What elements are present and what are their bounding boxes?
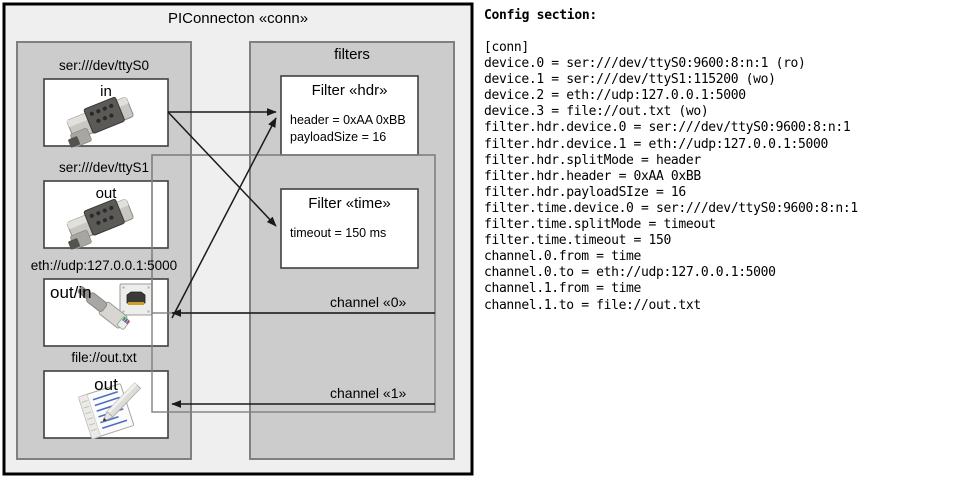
- config-line: filter.hdr.device.0 = ser:///dev/ttyS0:9…: [484, 120, 851, 136]
- arrow-eth-to-hdr: [171, 117, 277, 319]
- config-line: filter.hdr.splitMode = header: [484, 152, 701, 168]
- filter-prop-hdr-header: header = 0xAA 0xBB: [290, 113, 406, 127]
- config-line: channel.0.from = time: [484, 249, 642, 265]
- config-panel: Config section: [conn]device.0 = ser:///…: [482, 0, 964, 484]
- config-text-block: [conn]device.0 = ser:///dev/ttyS0:9600:8…: [484, 40, 858, 314]
- config-line: filter.hdr.payloadSIze = 16: [484, 184, 686, 200]
- config-line: channel.1.from = time: [484, 281, 642, 297]
- device-label-eth: eth://udp:127.0.0.1:5000: [30, 258, 178, 273]
- config-line: device.3 = file://out.txt (wo): [484, 104, 709, 120]
- device-label-file: file://out.txt: [71, 350, 137, 365]
- device-io-file: out: [94, 375, 118, 394]
- channel-label-0: channel «0»: [330, 294, 407, 310]
- config-line: device.0 = ser:///dev/ttyS0:9600:8:n:1 (…: [484, 56, 806, 72]
- filter-prop-time-timeout: timeout = 150 ms: [290, 226, 387, 240]
- config-heading: Config section:: [484, 8, 597, 23]
- filter-box-time: [280, 188, 419, 269]
- config-line: filter.hdr.device.1 = eth://udp:127.0.0.…: [484, 136, 828, 152]
- config-line: filter.time.timeout = 150: [484, 233, 671, 249]
- diagram-title: PIConnecton «conn»: [167, 10, 309, 27]
- filter-title-hdr: Filter «hdr»: [311, 82, 388, 99]
- config-line: filter.time.device.0 = ser:///dev/ttyS0:…: [484, 200, 858, 216]
- filter-box-hdr: [280, 75, 419, 156]
- channel-frame-1: [151, 154, 436, 413]
- filter-prop-hdr-payloadsize: payloadSize = 16: [290, 130, 387, 144]
- config-line: channel.0.to = eth://udp:127.0.0.1:5000: [484, 265, 776, 281]
- channel-label-1: channel «1»: [330, 385, 407, 401]
- device-io-ttys1: out: [95, 185, 117, 202]
- device-label-ttys0: ser:///dev/ttyS0: [58, 58, 150, 73]
- filters-group-title: filters: [334, 46, 370, 63]
- config-line: filter.time.splitMode = timeout: [484, 217, 716, 233]
- config-line: filter.hdr.header = 0xAA 0xBB: [484, 168, 701, 184]
- config-line: device.2 = eth://udp:127.0.0.1:5000: [484, 88, 746, 104]
- device-label-ttys1: ser:///dev/ttyS1: [58, 160, 150, 175]
- architecture-diagram: [2, 2, 474, 476]
- device-io-ttys0: in: [100, 83, 112, 100]
- arrow-ttys0-to-time: [167, 111, 277, 227]
- config-line: device.1 = ser:///dev/ttyS1:115200 (wo): [484, 72, 776, 88]
- config-line: channel.1.to = file://out.txt: [484, 297, 701, 313]
- filter-title-time: Filter «time»: [308, 195, 391, 212]
- device-io-eth: out/in: [50, 283, 92, 302]
- config-line: [conn]: [484, 40, 529, 55]
